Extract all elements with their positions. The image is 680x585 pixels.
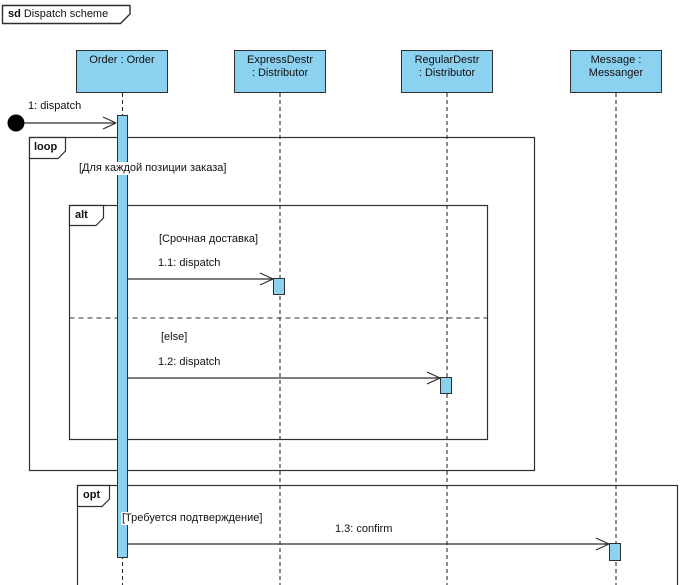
message-1-2-label[interactable]: 1.2: dispatch bbox=[158, 356, 221, 368]
activation-regulardestr[interactable] bbox=[440, 377, 452, 394]
participant-message[interactable]: Message : Messanger bbox=[570, 50, 662, 93]
opt-operator-pentagon[interactable] bbox=[76, 484, 111, 508]
loop-operator-pentagon[interactable] bbox=[28, 136, 67, 160]
participant-regulardestr[interactable]: RegularDestr : Distributor bbox=[401, 50, 493, 93]
open-arrowhead-icon bbox=[595, 537, 610, 551]
participant-name-line2: : Distributor bbox=[251, 67, 309, 79]
frame-title-text: Dispatch scheme bbox=[23, 8, 109, 20]
alt-fragment-frame[interactable] bbox=[68, 204, 489, 441]
frame-keyword: sd bbox=[8, 8, 21, 20]
open-arrowhead-icon bbox=[102, 116, 117, 130]
opt-guard[interactable]: [Требуется подтверждение] bbox=[121, 512, 264, 525]
open-arrowhead-icon bbox=[426, 371, 441, 385]
activation-order[interactable] bbox=[117, 115, 128, 558]
alt-operator-pentagon[interactable] bbox=[68, 204, 105, 227]
loop-fragment-frame[interactable] bbox=[28, 136, 536, 472]
message-1-3-arrow[interactable] bbox=[128, 537, 610, 551]
participant-name-line2: : Distributor bbox=[418, 67, 476, 79]
message-1-label[interactable]: 1: dispatch bbox=[28, 100, 82, 112]
participant-name-line2: Messanger bbox=[588, 67, 644, 79]
participant-name: Message : bbox=[590, 54, 642, 66]
loop-operator-label[interactable]: loop bbox=[34, 141, 58, 153]
loop-guard[interactable]: [Для каждой позиции заказа] bbox=[78, 162, 228, 175]
open-arrowhead-icon bbox=[259, 272, 274, 286]
found-message-endpoint[interactable] bbox=[7, 114, 25, 132]
activation-expressdestr[interactable] bbox=[273, 278, 285, 295]
participant-name: RegularDestr bbox=[414, 54, 480, 66]
alt-guard-else[interactable]: [else] bbox=[160, 331, 189, 344]
message-1-2-arrow[interactable] bbox=[128, 371, 441, 385]
participant-name: ExpressDestr bbox=[246, 54, 314, 66]
message-1-1-arrow[interactable] bbox=[128, 272, 274, 286]
participant-order[interactable]: Order : Order bbox=[76, 50, 168, 93]
participant-expressdestr[interactable]: ExpressDestr : Distributor bbox=[234, 50, 326, 93]
alt-operator-label[interactable]: alt bbox=[75, 209, 88, 221]
frame-title-tab-shape[interactable] bbox=[1, 4, 131, 25]
message-1-1-label[interactable]: 1.1: dispatch bbox=[158, 257, 221, 269]
message-1-arrow[interactable] bbox=[24, 116, 117, 130]
alt-guard-1[interactable]: [Срочная доставка] bbox=[158, 233, 260, 246]
opt-fragment-frame[interactable] bbox=[76, 484, 679, 585]
activation-message[interactable] bbox=[609, 543, 621, 561]
opt-operator-label[interactable]: opt bbox=[83, 489, 101, 501]
message-1-3-label[interactable]: 1.3: confirm bbox=[335, 523, 393, 535]
participant-name: Order : Order bbox=[89, 54, 155, 66]
